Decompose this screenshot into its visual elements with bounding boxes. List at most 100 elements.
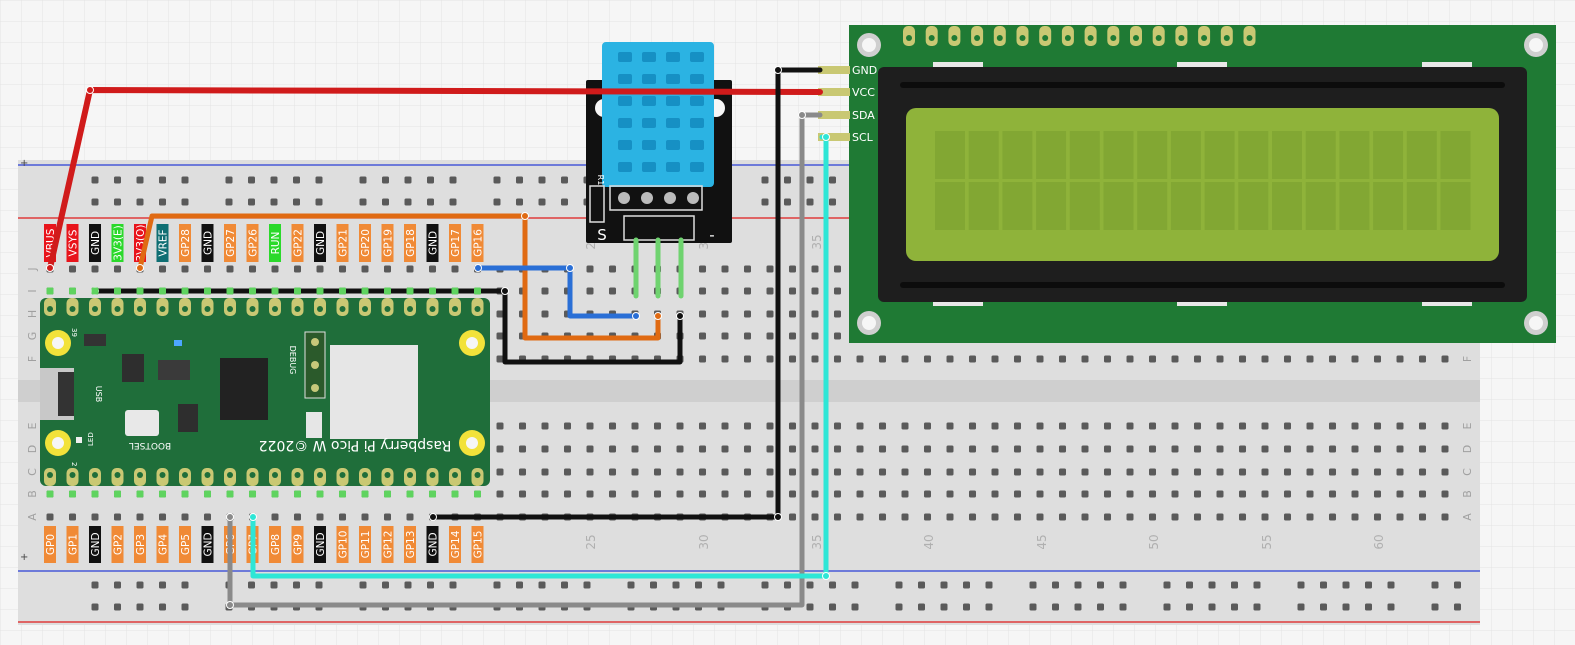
breadboard-hole <box>271 265 279 273</box>
breadboard-hole <box>1284 355 1291 363</box>
lcd-top-pin-hole <box>951 35 958 41</box>
breadboard-hole <box>1306 355 1314 363</box>
breadboard-hole <box>834 265 841 273</box>
castellated-hole-top <box>474 306 481 312</box>
breadboard-hole <box>1149 513 1156 521</box>
breadboard-hole <box>564 422 571 430</box>
pin-label-bg <box>134 526 146 563</box>
breadboard-hole <box>451 265 459 273</box>
breadboard-hole <box>924 355 931 363</box>
lcd-cell <box>1069 131 1100 179</box>
debug-pin-1 <box>311 338 319 346</box>
lcd-bezel-clip-2 <box>1177 62 1227 68</box>
row-letter-left: E <box>26 422 39 429</box>
pin-label: GP20 <box>360 229 372 257</box>
dht-vent <box>666 118 680 128</box>
pin-label: VREF <box>158 229 170 256</box>
castellated-hole-top <box>69 306 76 312</box>
lcd-character-cells <box>935 131 1471 230</box>
lcd-cell <box>1272 131 1302 179</box>
breadboard-hole <box>1081 490 1089 498</box>
pin-label: GND <box>315 231 327 255</box>
mount-hole-br-inner <box>466 437 478 449</box>
breadboard-hole <box>496 310 504 318</box>
breadboard-hole <box>1216 490 1224 498</box>
dht-vent <box>642 162 656 172</box>
lcd-bezel-bottom-groove <box>900 282 1505 288</box>
breadboard-hole <box>1441 422 1449 430</box>
pin-label-bg <box>471 224 484 262</box>
breadboard-hole <box>834 332 841 340</box>
breadboard-hole <box>1396 468 1404 476</box>
rail-hole <box>1454 581 1461 589</box>
breadboard-hole <box>609 490 616 498</box>
dht-grille <box>618 52 704 172</box>
rail-hole <box>1387 603 1395 611</box>
rail-hole <box>806 581 814 589</box>
dht-pin-minus-label: - <box>709 226 714 244</box>
breadboard-hole <box>1014 490 1021 498</box>
breadboard-hole <box>699 265 706 273</box>
breadboard-hole <box>1329 422 1336 430</box>
breadboard-hole <box>69 513 76 521</box>
breadboard-hole <box>991 468 999 476</box>
rail-hole <box>1253 581 1261 589</box>
breadboard-hole <box>1036 445 1044 453</box>
breadboard-hole <box>721 332 729 340</box>
breadboard-hole <box>789 310 796 318</box>
breadboard-hole <box>901 422 909 430</box>
breadboard-hole <box>1194 422 1201 430</box>
row-letter-left: F <box>26 356 39 362</box>
chip-small-1 <box>84 334 106 346</box>
rail-hole <box>1253 603 1261 611</box>
connected-hole <box>451 490 459 498</box>
lcd-top-pins <box>903 26 1256 46</box>
breadboard-hole <box>744 422 751 430</box>
row-letter-right: A <box>1461 513 1474 521</box>
breadboard-hole <box>316 513 324 521</box>
breadboard-hole <box>1396 445 1404 453</box>
breadboard-hole <box>924 445 931 453</box>
breadboard-hole <box>631 468 639 476</box>
column-number: 35 <box>810 534 824 549</box>
breadboard-hole <box>1126 468 1134 476</box>
bootsel-button[interactable] <box>125 410 159 436</box>
breadboard-hole <box>1126 445 1134 453</box>
breadboard-hole <box>1059 513 1066 521</box>
breadboard-hole <box>721 490 729 498</box>
pin-label-bg <box>269 526 281 563</box>
rail-hole <box>851 603 859 611</box>
breadboard-hole <box>766 468 774 476</box>
breadboard-hole <box>609 445 616 453</box>
rail-hole <box>449 198 457 206</box>
breadboard-hole <box>1284 445 1291 453</box>
connected-hole <box>114 490 121 498</box>
lcd-top-pin-hole <box>1133 35 1139 41</box>
breadboard-hole <box>1171 468 1179 476</box>
connected-hole <box>406 490 414 498</box>
pin-label-bg <box>201 526 214 563</box>
lcd-cell <box>1002 131 1033 179</box>
mount-hole-bl-inner <box>52 437 64 449</box>
castellated-hole-top <box>249 306 256 312</box>
rail-hole <box>136 176 144 184</box>
breadboard-hole <box>856 468 864 476</box>
connected-hole <box>361 287 369 295</box>
lcd-top-pin-hole <box>1019 35 1026 41</box>
castellated-hole-top <box>317 306 323 312</box>
castellated-hole-bottom <box>204 472 211 478</box>
breadboard-hole <box>744 490 751 498</box>
lcd-i2c-pin <box>818 66 850 74</box>
breadboard-hole <box>1306 422 1314 430</box>
breadboard-hole <box>1239 445 1246 453</box>
row-letter-right: B <box>1461 490 1474 498</box>
breadboard-hole <box>519 445 526 453</box>
breadboard-hole <box>991 355 999 363</box>
rail-hole <box>672 581 680 589</box>
lcd-i2c-pin <box>818 133 850 141</box>
connected-hole <box>271 490 279 498</box>
pin-label: GND <box>90 231 102 255</box>
chip-small-2 <box>122 354 144 382</box>
castellated-hole-top <box>429 306 436 312</box>
rail-hole <box>895 581 903 589</box>
